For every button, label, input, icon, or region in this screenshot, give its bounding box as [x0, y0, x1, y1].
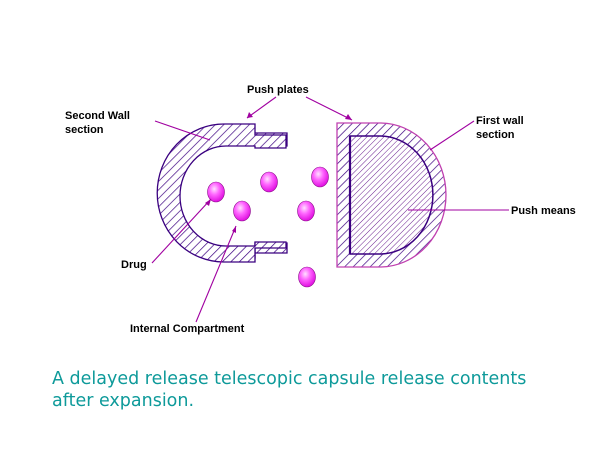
second-wall-label-line2: section	[65, 124, 104, 136]
drug-particles	[207, 166, 329, 288]
drug-particle-icon	[260, 171, 278, 193]
first-wall-pointer	[429, 120, 475, 151]
drug-particle-icon	[298, 266, 316, 288]
second-wall-label-line1: Second Wall	[65, 110, 130, 122]
drug-label: Drug	[121, 259, 147, 271]
push-plates-pointer-right	[305, 96, 353, 121]
drug-particle-icon	[311, 166, 329, 188]
arrowhead	[232, 226, 236, 233]
second-wall-outer	[156, 123, 287, 263]
push-plates-label: Push plates	[247, 84, 309, 96]
push-means-label: Push means	[511, 205, 576, 217]
drug-pointer	[151, 198, 212, 264]
caption-line1: A delayed release telescopic capsule rel…	[52, 369, 527, 389]
arrowhead	[345, 114, 352, 120]
first-wall-label-line1: First wall	[476, 115, 524, 127]
internal-compartment-pointer	[195, 225, 237, 323]
arrowhead	[205, 199, 211, 206]
drug-particle-icon	[297, 200, 315, 222]
first-wall-label-line2: section	[476, 129, 515, 141]
drug-particle-icon	[233, 200, 251, 222]
slide-caption: A delayed release telescopic capsule rel…	[52, 368, 572, 412]
push-plates-pointer-left	[246, 96, 277, 119]
arrowhead	[247, 112, 253, 118]
push-means-shape	[349, 135, 434, 255]
pointer-lines	[151, 96, 509, 323]
caption-line2: after expansion.	[52, 391, 195, 411]
drug-particle-icon	[207, 181, 225, 203]
second-wall-pointer	[154, 120, 211, 141]
internal-compartment-label: Internal Compartment	[130, 323, 245, 335]
